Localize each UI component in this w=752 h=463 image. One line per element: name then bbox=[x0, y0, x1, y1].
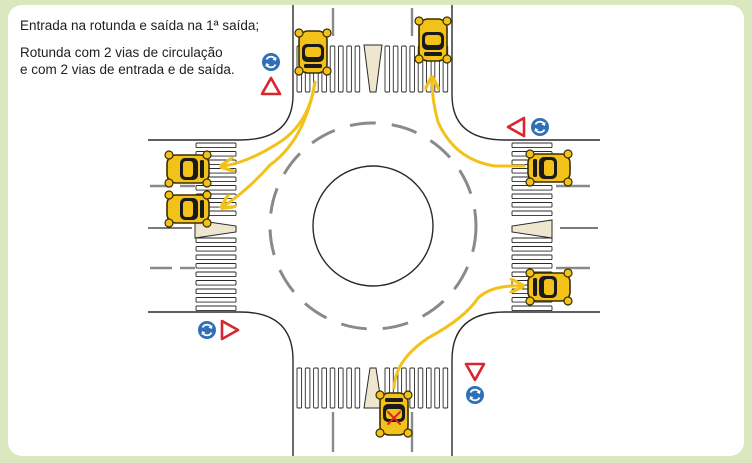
roundabout-sign-icon bbox=[197, 320, 217, 340]
x-mark-icon bbox=[387, 411, 401, 425]
crosswalk-stripe bbox=[313, 367, 319, 409]
car-icon bbox=[294, 28, 332, 76]
crosswalk-stripe bbox=[417, 367, 424, 409]
car-icon bbox=[164, 190, 212, 228]
car-icon bbox=[525, 268, 573, 306]
caption-line-1: Entrada na rotunda e saída na 1ª saída; bbox=[20, 18, 260, 33]
crosswalk-stripe bbox=[511, 305, 553, 312]
crosswalk-stripe bbox=[511, 254, 553, 261]
car-east-lower bbox=[525, 268, 573, 306]
car-icon bbox=[375, 390, 413, 438]
crosswalk-stripe bbox=[354, 367, 361, 409]
crosswalk-stripe bbox=[321, 367, 327, 409]
crosswalk-stripe bbox=[195, 263, 237, 269]
yield-sign-icon bbox=[220, 319, 240, 341]
sign-group-south-west bbox=[197, 319, 240, 341]
crosswalk-stripe bbox=[354, 45, 361, 93]
crosswalk-stripe bbox=[195, 305, 237, 312]
car-west-lower bbox=[164, 190, 212, 228]
caption-line-3: e com 2 vias de entrada e de saída. bbox=[20, 62, 235, 77]
path-north-to-west-inner bbox=[224, 80, 317, 206]
crosswalk-stripe bbox=[195, 280, 237, 286]
splitter-island-north bbox=[363, 44, 383, 93]
crosswalk-stripe bbox=[329, 367, 336, 409]
road-edge-sw bbox=[148, 311, 294, 456]
crosswalk-stripe bbox=[442, 367, 449, 409]
yield-sign-icon bbox=[464, 362, 486, 382]
crosswalk-stripe bbox=[511, 193, 553, 200]
crosswalk-stripe bbox=[511, 210, 553, 217]
car-south bbox=[375, 390, 413, 438]
crosswalk-stripe bbox=[346, 367, 352, 409]
crosswalk-stripe bbox=[409, 45, 415, 93]
path-south-to-east bbox=[392, 286, 520, 390]
crosswalk-stripe bbox=[338, 367, 344, 409]
splitter-island-east bbox=[511, 219, 553, 239]
car-north-right bbox=[414, 16, 452, 64]
crosswalk-stripe bbox=[195, 288, 237, 295]
car-east-upper bbox=[525, 149, 573, 187]
crosswalk-stripe bbox=[195, 142, 237, 149]
crosswalk-stripe bbox=[511, 142, 553, 149]
sign-group-north-east bbox=[506, 116, 550, 138]
yield-sign-icon bbox=[260, 76, 282, 96]
yield-sign-icon bbox=[506, 116, 526, 138]
roundabout-sign-icon bbox=[530, 117, 550, 137]
sign-group-south-east bbox=[464, 362, 486, 405]
crosswalk-stripe bbox=[195, 254, 237, 261]
crosswalk-stripe bbox=[409, 367, 415, 409]
crosswalk-stripe bbox=[384, 45, 391, 93]
crosswalk-stripe bbox=[401, 45, 407, 93]
crosswalk-stripe bbox=[511, 237, 553, 244]
crosswalk-stripe bbox=[346, 45, 352, 93]
car-icon bbox=[414, 16, 452, 64]
crosswalk-stripe bbox=[304, 367, 311, 409]
path-east-to-north bbox=[432, 80, 526, 168]
crosswalk-stripe bbox=[511, 202, 553, 208]
crosswalk-stripe bbox=[338, 45, 344, 93]
crosswalk-stripe bbox=[195, 271, 237, 278]
crosswalk-stripe bbox=[195, 297, 237, 303]
crosswalk-stripe bbox=[195, 237, 237, 244]
approach-lane-dashes bbox=[148, 8, 598, 452]
car-north-left bbox=[294, 28, 332, 76]
road-edge-se bbox=[451, 311, 600, 456]
crosswalk-stripe bbox=[195, 185, 237, 191]
crosswalk-stripe bbox=[296, 367, 303, 409]
crosswalk-stripe bbox=[195, 246, 237, 252]
crosswalk-stripe bbox=[511, 185, 553, 191]
caption-line-2: Rotunda com 2 vias de circulação bbox=[20, 45, 223, 60]
road-edges bbox=[148, 5, 600, 456]
car-icon bbox=[164, 150, 212, 188]
car-west-upper bbox=[164, 150, 212, 188]
car-icon bbox=[525, 149, 573, 187]
roundabout-sign-icon bbox=[261, 52, 281, 72]
road-edge-nw bbox=[148, 5, 294, 141]
road-edge-ne bbox=[451, 5, 600, 141]
crosswalk-stripe bbox=[511, 246, 553, 252]
circulation-lane-divider bbox=[268, 121, 478, 331]
crosswalk-stripe bbox=[426, 367, 432, 409]
sign-group-north-west bbox=[260, 52, 282, 96]
crosswalk-stripe bbox=[511, 263, 553, 269]
roundabout-sign-icon bbox=[465, 385, 485, 405]
crosswalk-stripe bbox=[392, 45, 399, 93]
caption: Entrada na rotunda e saída na 1ª saída; … bbox=[20, 17, 280, 78]
vehicle-paths bbox=[224, 80, 526, 390]
crosswalk-stripe bbox=[434, 367, 440, 409]
central-island bbox=[312, 165, 434, 287]
